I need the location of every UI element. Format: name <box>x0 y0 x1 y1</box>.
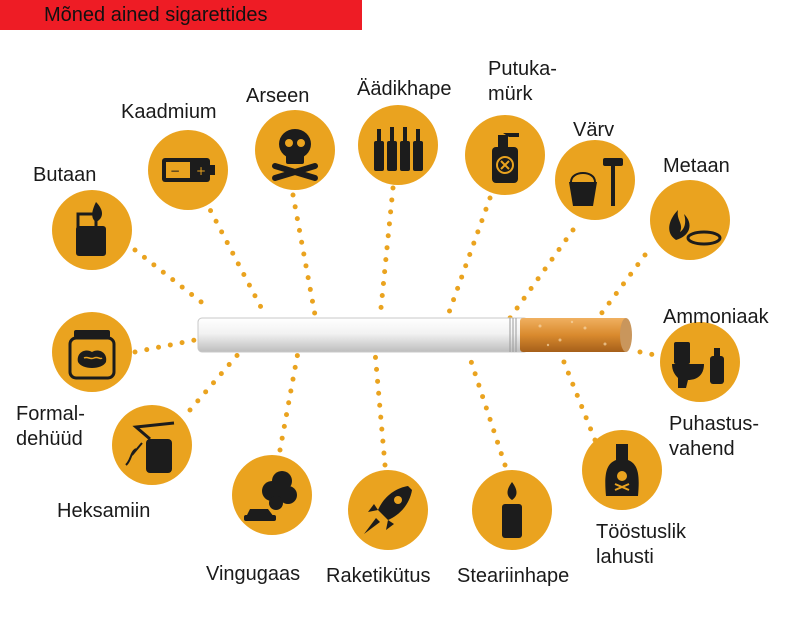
toilet-cleaner-icon <box>660 322 740 402</box>
diagram-title: Mõned ained sigarettides <box>44 4 268 26</box>
blowtorch-icon <box>112 405 192 485</box>
battery-icon: − + <box>148 130 228 210</box>
brain-jar-icon <box>52 312 132 392</box>
paint-bucket-roller-icon <box>555 140 635 220</box>
label-puhastusvahend: Puhastus- vahend <box>669 413 760 460</box>
label-arseen: Arseen <box>246 85 310 107</box>
connector-kaadmium <box>202 197 268 318</box>
label-butaan: Butaan <box>33 164 97 186</box>
bottles-icon <box>358 105 438 185</box>
cigarette-filter-end <box>620 318 632 352</box>
connector-toostuslik <box>557 349 598 443</box>
label-aadikhape: Äädikhape <box>357 78 452 100</box>
label-heksamiin: Heksamiin <box>57 500 151 522</box>
connector-aadikhape <box>377 185 396 321</box>
svg-text:+: + <box>196 164 206 178</box>
label-vingugaas: Vingugaas <box>206 563 301 585</box>
gas-flame-icon <box>650 180 730 260</box>
connector-heksamiin <box>187 349 243 413</box>
label-raketikutus: Raketikütus <box>326 565 431 587</box>
connector-arseen <box>290 192 318 318</box>
connector-formaldehuud <box>132 337 198 355</box>
label-ammoniaak: Ammoniaak <box>663 306 769 328</box>
skull-crossbones-icon <box>255 110 335 190</box>
label-formaldehuud: Formal- dehüüd <box>16 403 85 450</box>
connector-metaan <box>595 252 648 321</box>
title-banner <box>0 0 362 30</box>
label-kaadmium: Kaadmium <box>121 101 217 123</box>
svg-text:−: − <box>170 164 180 178</box>
spray-bottle-icon <box>465 115 545 195</box>
candle-icon <box>472 470 552 550</box>
rocket-icon <box>348 470 428 550</box>
connector-putukamurk <box>444 195 493 321</box>
lighter-icon <box>52 190 132 270</box>
label-toostuslik-lahusti: Tööstuslik lahusti <box>596 521 687 568</box>
connector-butaan <box>132 247 208 308</box>
label-steariinhape: Steariinhape <box>457 565 570 587</box>
cigarette-paper <box>197 317 529 353</box>
connector-ammoniaak <box>637 349 658 358</box>
poison-bottle-icon <box>582 430 662 510</box>
connector-vingugaas <box>277 349 301 453</box>
label-metaan: Metaan <box>663 155 730 177</box>
label-varv: Värv <box>573 119 615 141</box>
connector-steariinhape <box>465 349 508 468</box>
cigarette-filter <box>520 318 628 352</box>
connector-raketikutus <box>372 349 388 468</box>
car-exhaust-icon <box>232 455 312 535</box>
label-putukamurk: Putuka- mürk <box>488 58 557 105</box>
